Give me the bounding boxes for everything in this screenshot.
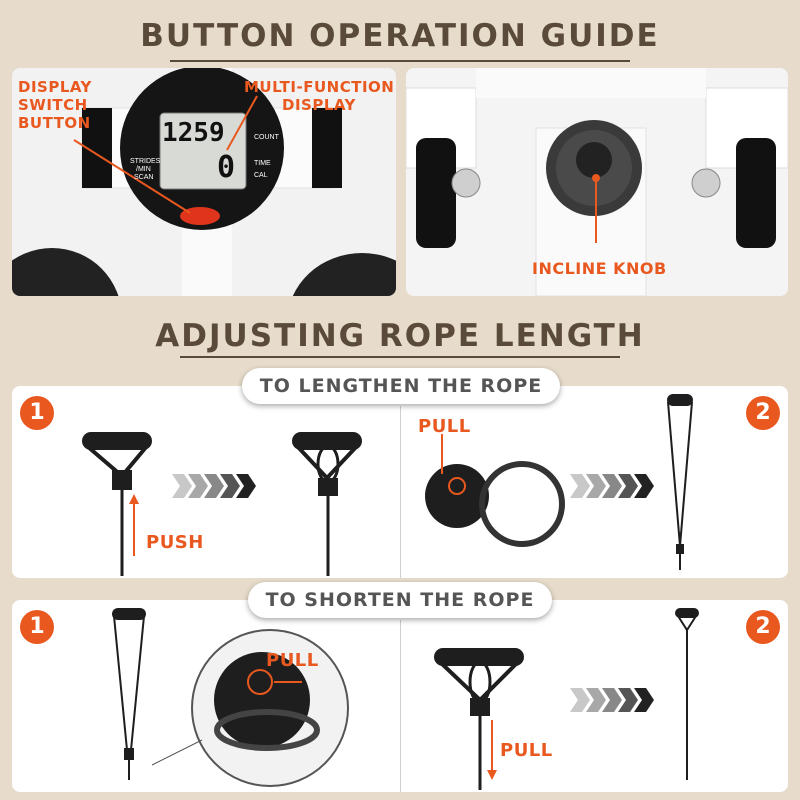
lcd-bottom-value: 0	[217, 150, 236, 185]
lengthen-divider	[400, 406, 401, 578]
rope-length-heading: ADJUSTING ROPE LENGTH	[155, 318, 645, 354]
lcd-right-text-2: TIME	[254, 160, 271, 167]
shorten-pull-bottom-label: PULL	[500, 740, 553, 761]
display-switch-label-1: DISPLAY	[18, 78, 92, 96]
shorten-panel: 1 2 PULL PULL	[12, 600, 788, 792]
shorten-pull-top-label: PULL	[266, 650, 319, 671]
lcd-left-text-3: SCAN	[134, 174, 154, 181]
lengthen-pull-label: PULL	[418, 416, 471, 437]
lcd-right-text-1: COUNT	[254, 134, 279, 141]
incline-knob-label: INCLINE KNOB	[532, 259, 667, 278]
multi-function-label-2: DISPLAY	[282, 96, 356, 114]
button-guide-heading: BUTTON OPERATION GUIDE	[140, 18, 660, 54]
rope-length-rule	[180, 356, 620, 358]
display-switch-label-2: SWITCH	[18, 96, 88, 114]
lengthen-step-2-badge: 2	[746, 396, 780, 430]
lengthen-illustration	[82, 394, 693, 576]
display-switch-label-3: BUTTON	[18, 114, 91, 132]
knob-panel: INCLINE KNOB	[406, 68, 788, 296]
multi-function-label-1: MULTI-FUNCTION	[244, 78, 395, 96]
lengthen-title-pill: TO LENGTHEN THE ROPE	[242, 368, 560, 404]
chevrons-1	[172, 474, 256, 498]
shorten-divider	[400, 620, 401, 792]
lengthen-step-1-badge: 1	[20, 396, 54, 430]
knob-illustration	[406, 68, 788, 296]
shorten-step-2-badge: 2	[746, 610, 780, 644]
lcd-left-text-2: /MIN	[136, 166, 151, 173]
lcd-right-text-3: CAL	[254, 172, 268, 179]
display-illustration	[12, 68, 396, 296]
display-panel: 1259 0 STRIDES /MIN SCAN COUNT TIME CAL …	[12, 68, 396, 296]
shorten-title-pill: TO SHORTEN THE ROPE	[248, 582, 552, 618]
shorten-step-1-badge: 1	[20, 610, 54, 644]
chevrons-3	[570, 688, 654, 712]
chevrons-2	[570, 474, 654, 498]
lengthen-push-label: PUSH	[146, 532, 204, 553]
lcd-left-text-1: STRIDES	[130, 158, 161, 165]
lcd-top-value: 1259	[162, 118, 225, 148]
button-guide-rule	[170, 60, 630, 62]
shorten-illustration	[112, 608, 699, 790]
lengthen-panel: 1 2 PUSH PULL	[12, 386, 788, 578]
